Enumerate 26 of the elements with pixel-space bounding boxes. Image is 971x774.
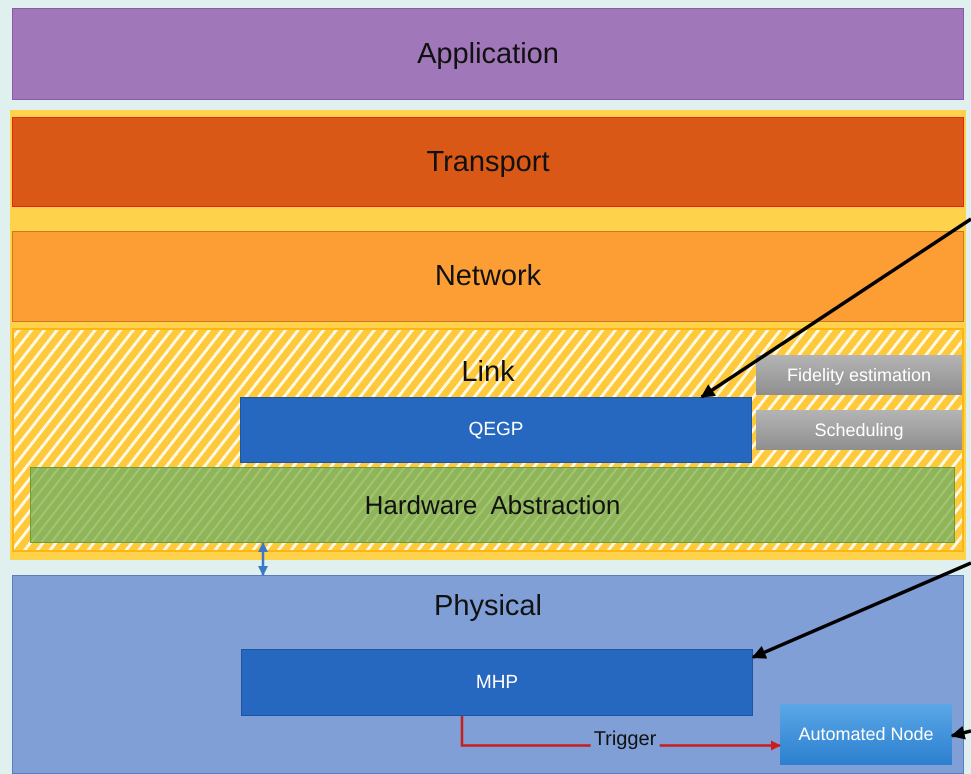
function-box bbox=[756, 355, 962, 395]
layer-band bbox=[12, 231, 964, 322]
arrow bbox=[700, 218, 971, 398]
node-box bbox=[780, 704, 952, 765]
layer-label: Application bbox=[417, 38, 559, 70]
function-box bbox=[756, 410, 962, 450]
layer-band bbox=[12, 8, 964, 100]
layer-band bbox=[12, 117, 964, 207]
arrow bbox=[752, 561, 971, 659]
layer-label: Hardware Abstraction bbox=[364, 490, 620, 520]
layer-band bbox=[12, 575, 964, 774]
layer-label: MHP bbox=[476, 672, 518, 694]
protocol-box bbox=[240, 397, 752, 463]
arrow bbox=[950, 726, 971, 740]
layer-label: Fidelity estimation bbox=[786, 364, 932, 386]
arrow bbox=[258, 542, 268, 576]
layer-label: QEGP bbox=[468, 419, 524, 441]
layer-label: Transport bbox=[426, 146, 550, 178]
layer-band bbox=[12, 328, 964, 552]
layer-label: Physical bbox=[434, 590, 542, 623]
layer-label: Automated Node bbox=[798, 722, 934, 746]
sublayer-box bbox=[30, 467, 955, 543]
layer-label: Scheduling bbox=[814, 420, 904, 440]
layer-label: Network bbox=[434, 260, 542, 293]
protocol-box bbox=[241, 649, 753, 716]
edge-label: Trigger bbox=[590, 728, 660, 751]
